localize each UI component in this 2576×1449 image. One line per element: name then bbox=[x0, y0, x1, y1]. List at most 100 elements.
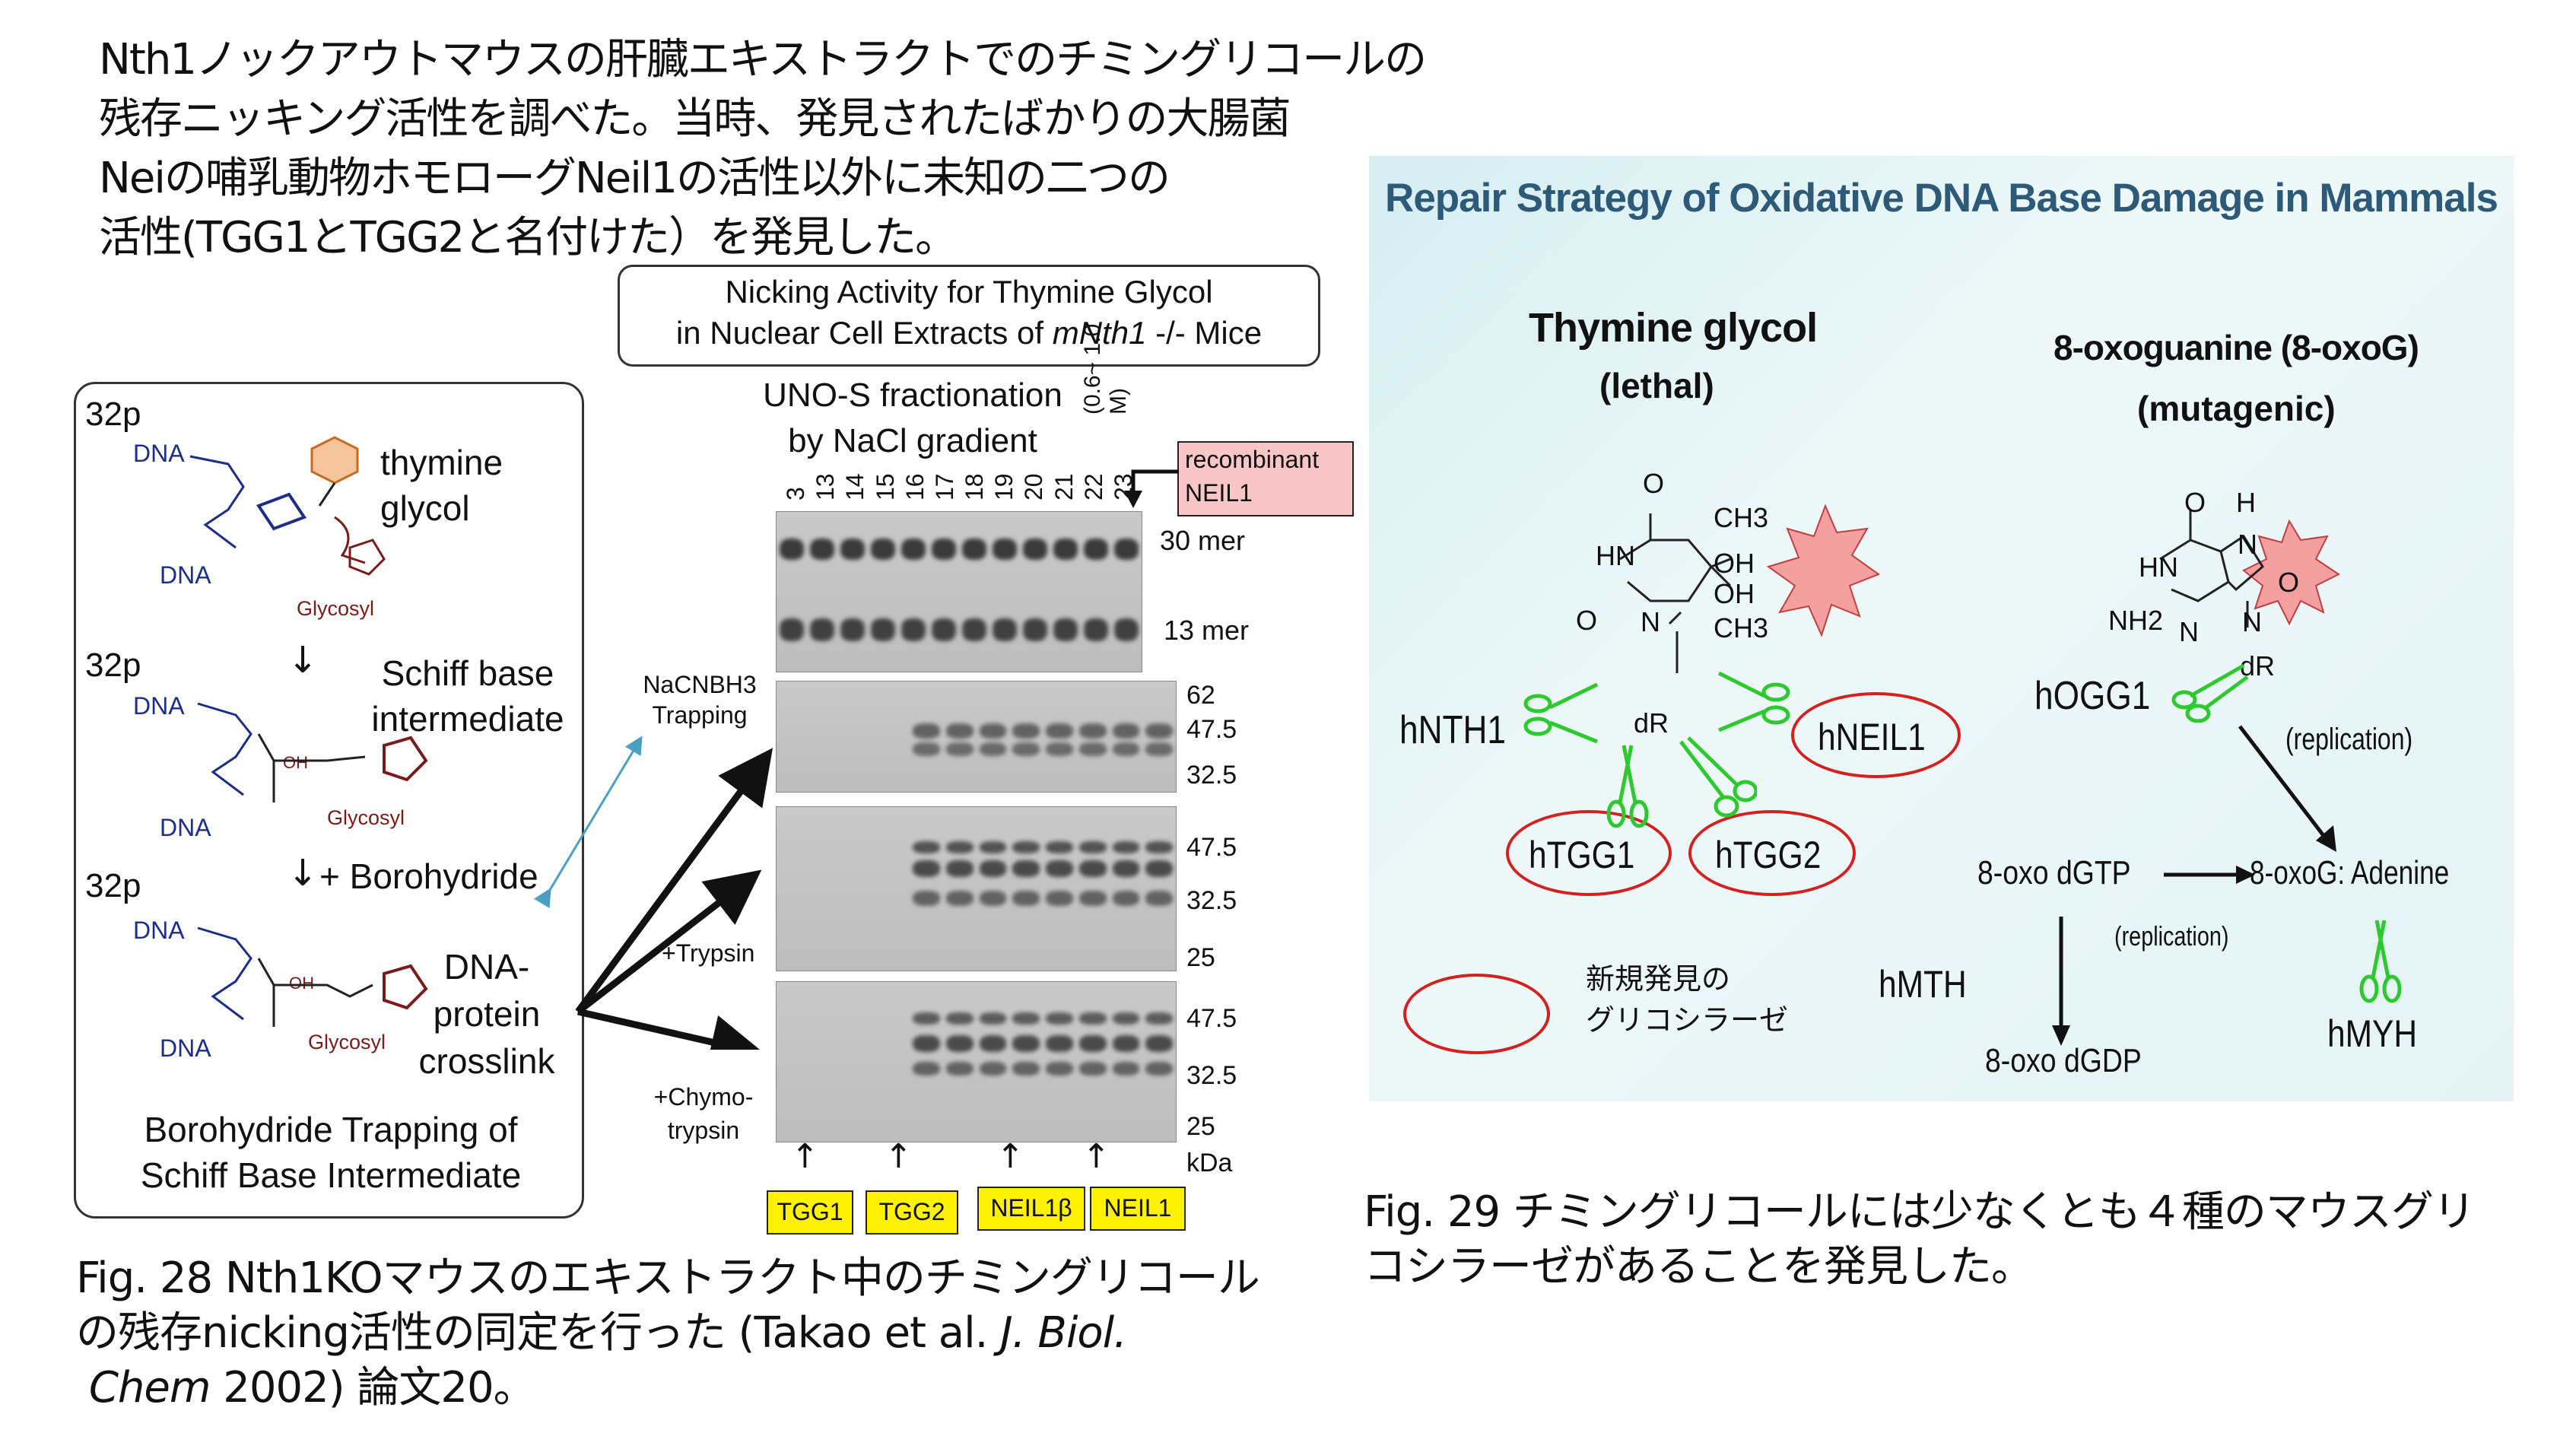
arrow-down-icon: ↓ bbox=[287, 852, 319, 895]
panel-label: NaCNBH3 Trapping bbox=[643, 671, 757, 729]
neil1-label: NEIL1 bbox=[1090, 1187, 1186, 1231]
kda-tick: 47.5 bbox=[1186, 1004, 1237, 1033]
kda-tick: 47.5 bbox=[1186, 715, 1237, 744]
gel-band bbox=[1112, 841, 1140, 853]
lane-number: 16 bbox=[900, 473, 929, 500]
atom-hn: HN bbox=[2139, 551, 2178, 583]
panel-title: Repair Strategy of Oxidative DNA Base Da… bbox=[1385, 176, 2498, 221]
kda-tick: 62 bbox=[1186, 681, 1215, 710]
enzyme-hnth1: hNTH1 bbox=[1399, 708, 1507, 752]
arrow-down-icon: ↓ bbox=[287, 639, 319, 682]
intro-line: Neiの哺乳動物ホモローグNeil1の活性以外に未知の二つの bbox=[99, 154, 1170, 203]
atom-h: H bbox=[2236, 487, 2256, 518]
fig29-caption: Fig. 29 チミングリコールには少なくとも４種のマウスグリ コシラーゼがある… bbox=[1364, 1185, 2565, 1295]
gel-band bbox=[1112, 1062, 1140, 1076]
gel-band bbox=[1084, 618, 1108, 641]
oxog-sub: (mutagenic) bbox=[2137, 389, 2336, 428]
enzyme-hmth: hMTH bbox=[1879, 963, 1967, 1006]
gel-band bbox=[913, 891, 940, 906]
replication-label: (replication) bbox=[2114, 920, 2229, 952]
gel-band bbox=[1023, 618, 1047, 641]
gel-band bbox=[945, 841, 974, 853]
gel-band bbox=[1145, 742, 1173, 756]
gel-band bbox=[1012, 841, 1040, 853]
arrow-up-icon: ↑ bbox=[791, 1137, 819, 1176]
gel-band bbox=[1046, 1035, 1073, 1052]
gel-band bbox=[1112, 1012, 1140, 1025]
atom-n: N bbox=[2242, 606, 2262, 637]
fig28-caption: Fig. 28 Nth1KOマウスのエキストラクト中のチミングリコール の残存n… bbox=[76, 1251, 1331, 1416]
gel-band bbox=[1078, 841, 1107, 853]
arrow-up-icon: ↑ bbox=[996, 1137, 1024, 1176]
gel-band bbox=[810, 539, 834, 560]
lane-number: 21 bbox=[1050, 473, 1078, 500]
scissors-icon bbox=[1679, 736, 1757, 818]
schiff-base-label: Schiff base intermediate bbox=[371, 653, 564, 739]
thymine-glycol-sub: (lethal) bbox=[1599, 366, 1714, 405]
oxo-dgtp-label: 8-oxo dGTP bbox=[1977, 854, 2131, 891]
gel-band bbox=[1145, 1012, 1173, 1025]
p32-label: 32p bbox=[85, 396, 141, 433]
gel-band bbox=[979, 1035, 1007, 1052]
gel-band bbox=[871, 539, 895, 560]
kda-tick: 32.5 bbox=[1186, 886, 1237, 915]
atom-n: N bbox=[2179, 616, 2199, 647]
caption-text: 2002) 論文20。 bbox=[210, 1363, 535, 1412]
thymine-glycol-label: thymine glycol bbox=[380, 443, 503, 528]
gel-band bbox=[993, 618, 1017, 641]
lane-number: 13 bbox=[812, 473, 840, 500]
scissors-icon bbox=[1523, 682, 1599, 744]
lane-number: 18 bbox=[961, 473, 988, 500]
neil1-beta-label: NEIL1β bbox=[977, 1187, 1085, 1231]
glycosyl-label: Glycosyl bbox=[308, 1031, 386, 1053]
gel-band bbox=[1078, 1062, 1107, 1076]
trapping-footer: Borohydride Trapping of Schiff Base Inte… bbox=[84, 1107, 578, 1198]
gel-band bbox=[1012, 1062, 1040, 1076]
enzyme-htgg1: hTGG1 bbox=[1529, 834, 1635, 876]
title-text: -/- Mice bbox=[1146, 315, 1263, 351]
salt-range-label: (0.6~ 1.0 M) bbox=[1080, 323, 1131, 415]
arrow-up-icon: ↑ bbox=[1082, 1137, 1110, 1176]
caption-text: の残存nicking活性の同定を行った (Takao et al. bbox=[76, 1308, 1001, 1358]
caption-line: Chem 2002) 論文20。 bbox=[76, 1361, 1331, 1416]
gel-band bbox=[1145, 860, 1173, 877]
gel-band bbox=[1112, 1035, 1140, 1052]
lane-number: 22 bbox=[1079, 473, 1107, 500]
arrow-down-icon bbox=[2052, 917, 2070, 1046]
gel-band bbox=[1053, 618, 1078, 641]
new-enzyme-oval bbox=[1688, 810, 1856, 896]
gel-band bbox=[1078, 860, 1107, 877]
intro-text: Nth1ノックアウトマウスの肝臓エキストラクトでのチミングリコールの 残存ニッキ… bbox=[99, 30, 1427, 268]
atom-o: O bbox=[2278, 567, 2300, 598]
enzyme-hneil1: hNEIL1 bbox=[1818, 716, 1926, 758]
gel-band bbox=[1078, 891, 1107, 906]
gel-band bbox=[913, 742, 940, 756]
caption-line: Fig. 28 Nth1KOマウスのエキストラクト中のチミングリコール bbox=[76, 1254, 1260, 1303]
gel-band bbox=[979, 860, 1007, 877]
gel-band bbox=[932, 618, 956, 641]
panel-label: +Trypsin bbox=[662, 939, 755, 967]
gel-band bbox=[1145, 1062, 1173, 1076]
crosslink-structure bbox=[197, 926, 428, 1027]
intro-line: 活性(TGG1とTGG2と名付けた）を発見した。 bbox=[99, 213, 958, 262]
atom-oh: OH bbox=[1714, 578, 1755, 609]
trapping-footer-line: Borohydride Trapping of bbox=[144, 1110, 518, 1149]
fractionation-label: UNO-S fractionation by NaCl gradient bbox=[753, 373, 1072, 464]
repair-strategy-panel: Repair Strategy of Oxidative DNA Base Da… bbox=[1369, 156, 2514, 1101]
nicking-title-box: Nicking Activity for Thymine Glycol in N… bbox=[618, 265, 1320, 367]
gel-band bbox=[1046, 1062, 1073, 1076]
gel-band bbox=[979, 841, 1007, 853]
oxo-dgdp-label: 8-oxo dGDP bbox=[1985, 1042, 2142, 1079]
gel-chymotrypsin-panel bbox=[776, 981, 1177, 1142]
kda-tick: 47.5 bbox=[1186, 833, 1237, 862]
gel-nicking-panel bbox=[776, 511, 1142, 672]
gel-band bbox=[1046, 742, 1073, 756]
gel-band bbox=[979, 1012, 1007, 1025]
gel-band bbox=[1012, 1012, 1040, 1025]
gel-band bbox=[945, 1012, 974, 1025]
intro-line: 残存ニッキング活性を調べた。当時、発見されたばかりの大腸菌 bbox=[99, 94, 1291, 144]
lane-number: 14 bbox=[841, 473, 869, 500]
lane-number: 3 bbox=[782, 487, 809, 500]
panel-label: +Chymo- trypsin bbox=[653, 1083, 754, 1144]
